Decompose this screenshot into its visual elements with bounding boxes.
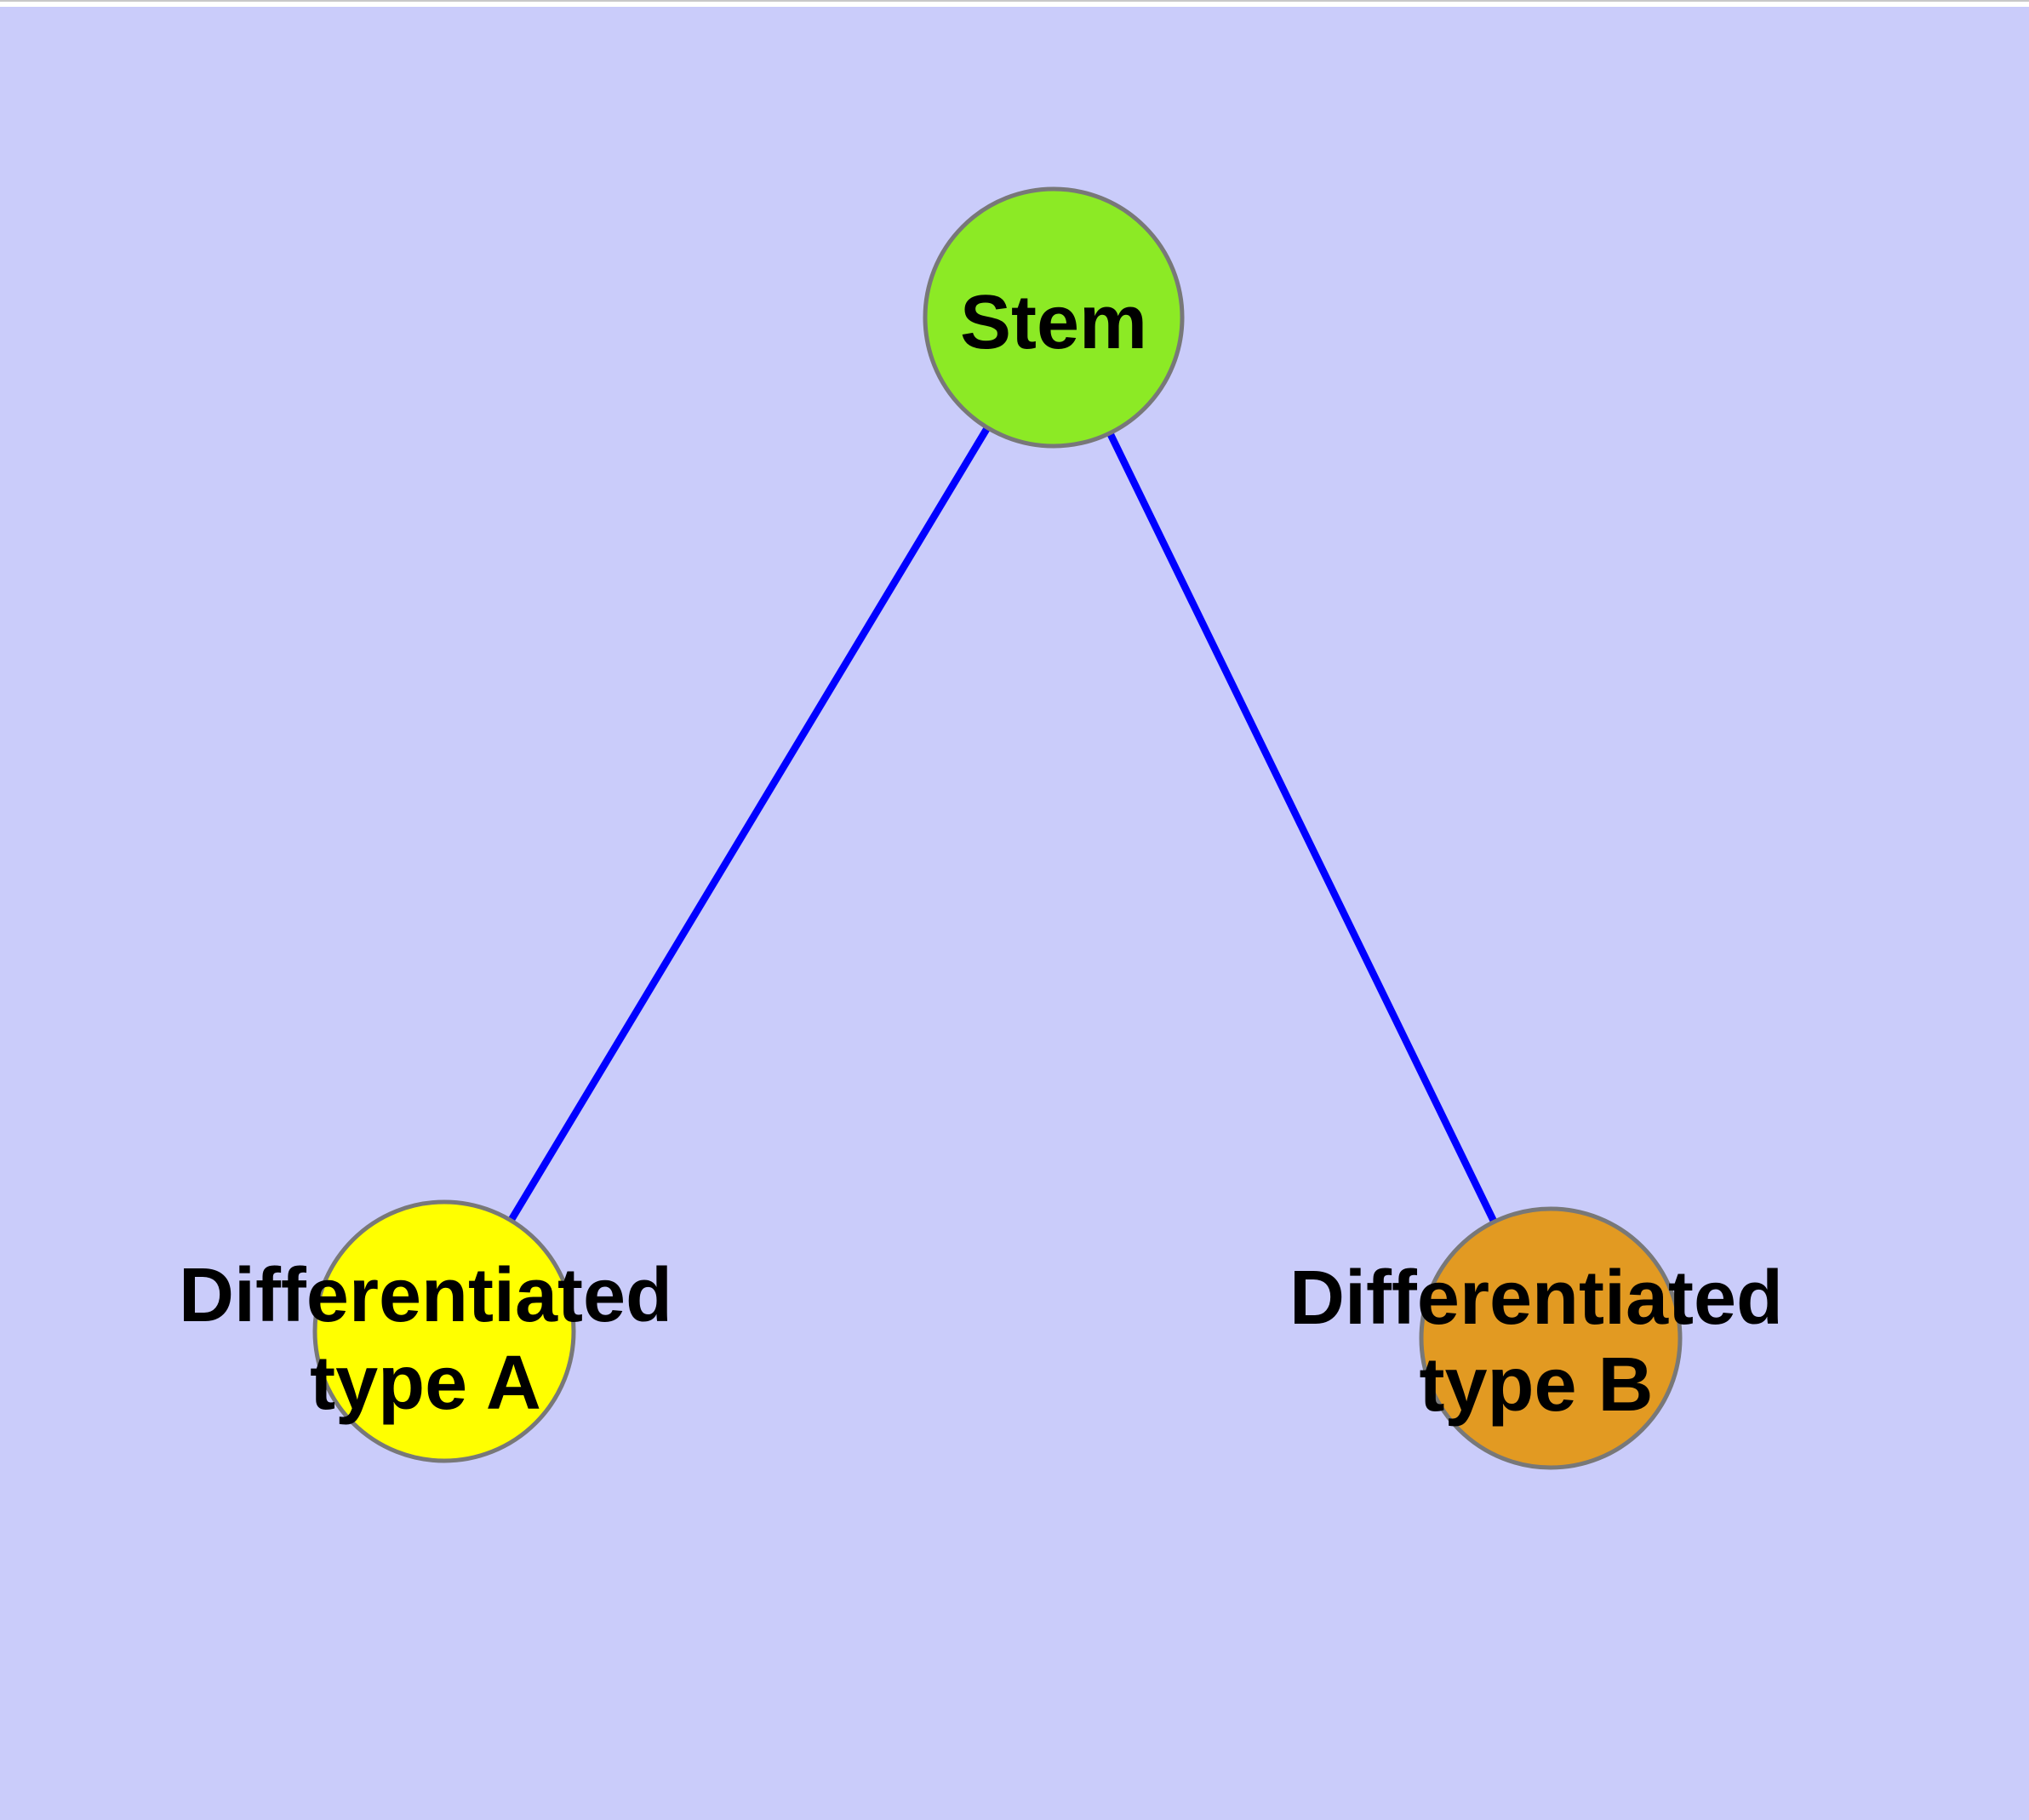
edge-stem-to-type-b — [1050, 316, 1554, 1340]
node-type-a-label-line2: type A — [310, 1341, 541, 1426]
node-type-a-circle — [312, 1199, 576, 1463]
node-type-b-label-line2: type B — [1419, 1342, 1653, 1428]
node-type-a: Differentiated type A — [179, 1199, 672, 1463]
edge-stem-to-type-a — [441, 315, 1057, 1334]
node-stem-circle — [923, 186, 1185, 449]
node-type-b-label-line1: Differentiated — [1289, 1256, 1783, 1341]
window-edge-line — [0, 0, 2029, 2]
node-type-a-label-line1: Differentiated — [179, 1253, 672, 1338]
node-stem-label: Stem — [960, 280, 1147, 365]
node-type-b-circle — [1419, 1206, 1683, 1470]
node-type-b: Differentiated type B — [1289, 1206, 1783, 1470]
node-stem: Stem — [923, 186, 1185, 449]
